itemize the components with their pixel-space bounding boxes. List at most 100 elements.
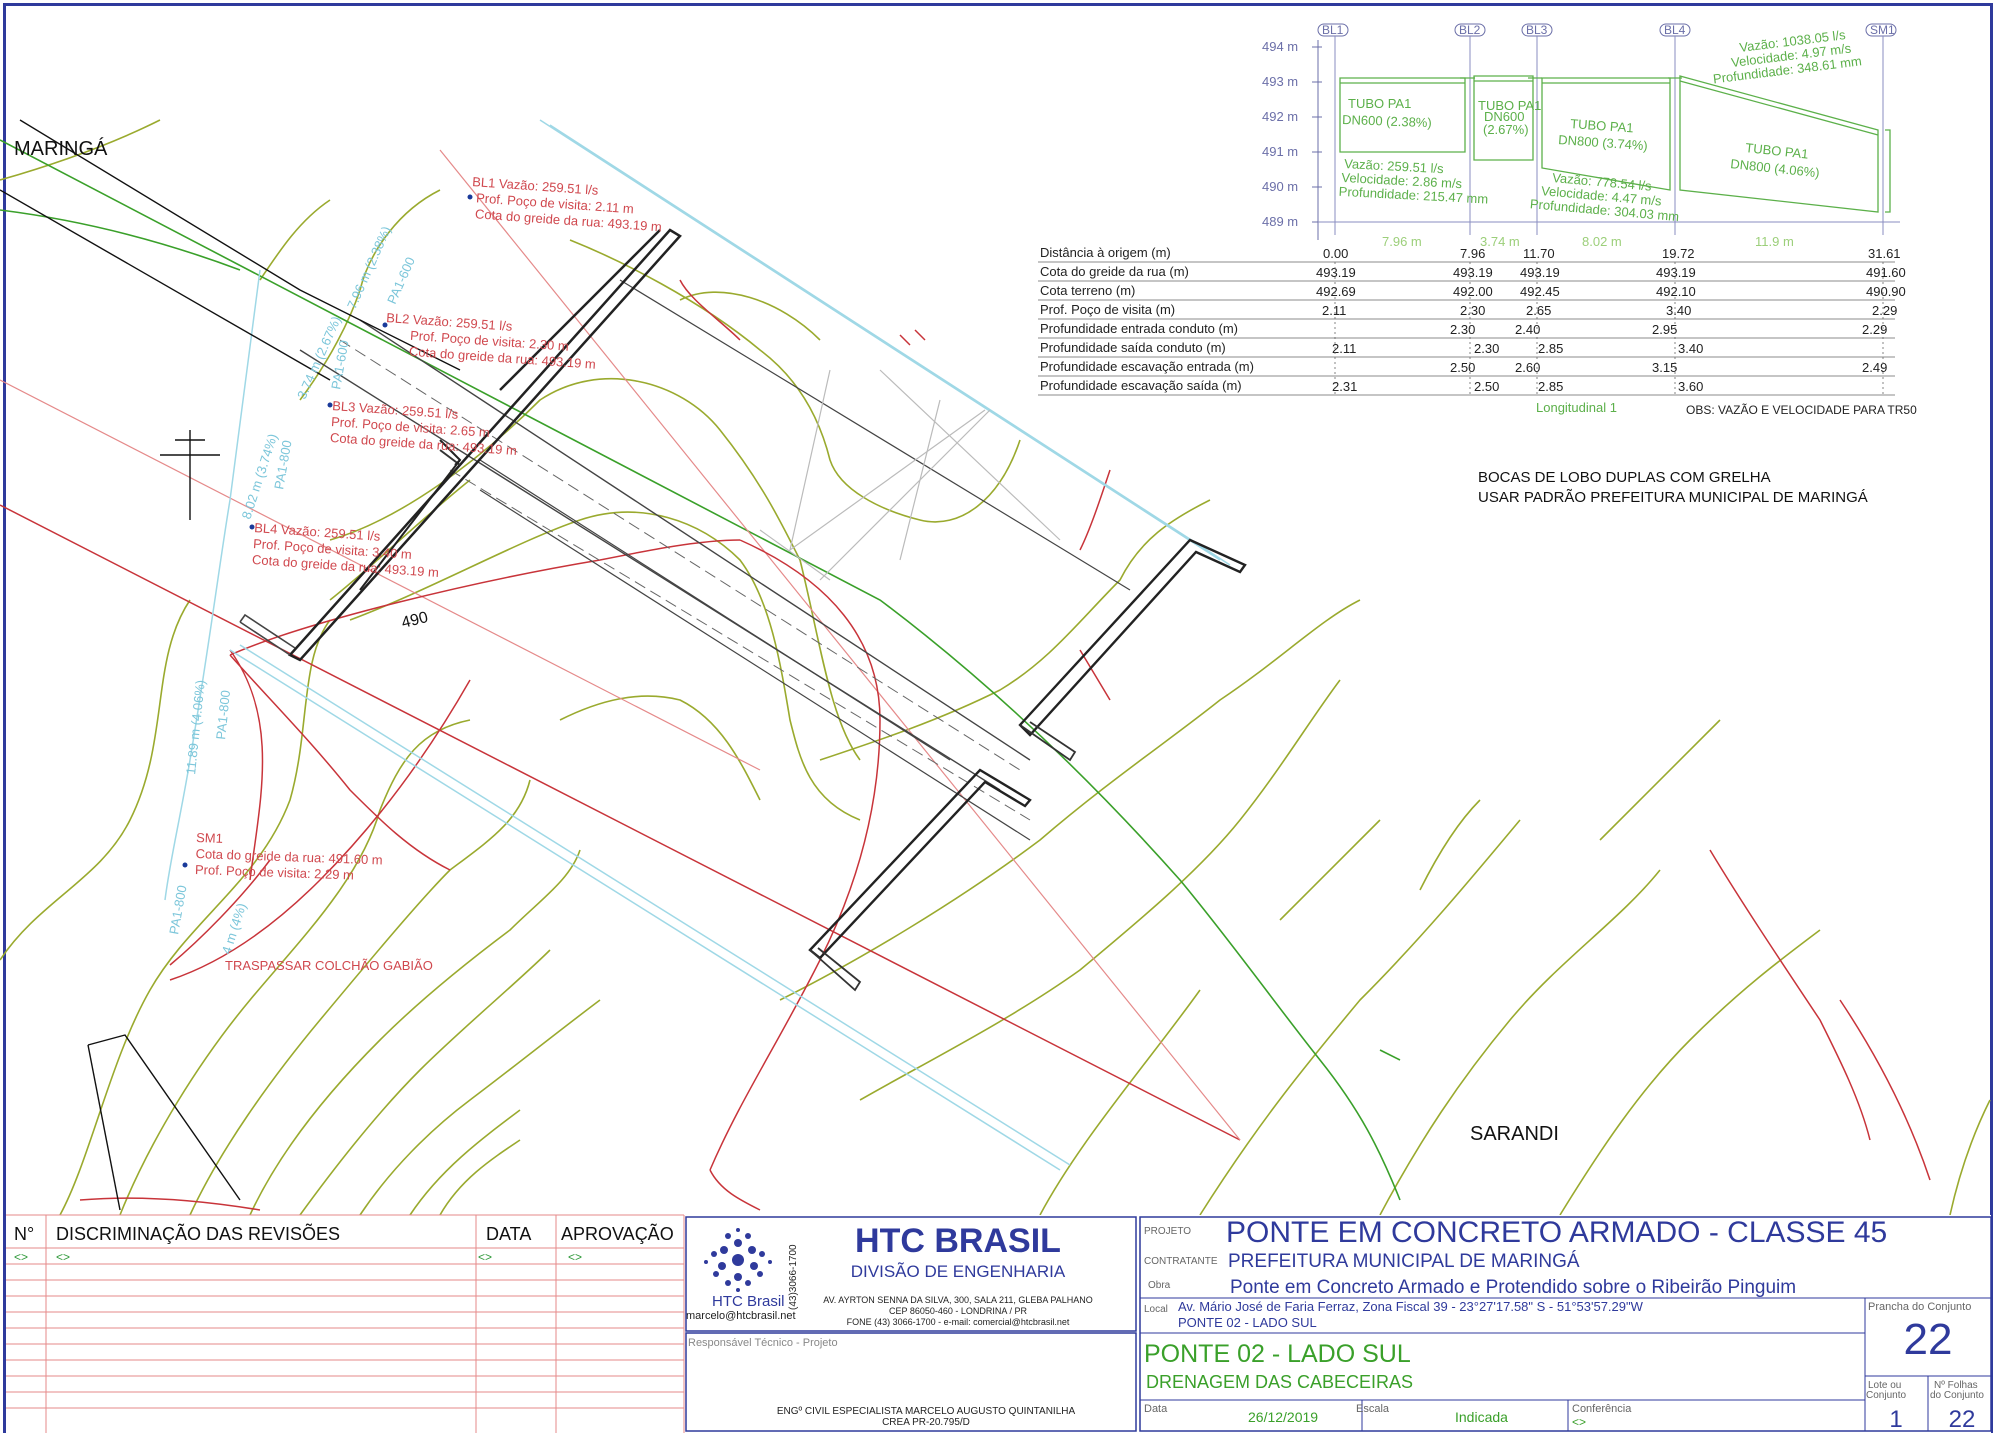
revision-placeholder: <>	[56, 1250, 70, 1264]
node-annotations: BL1 Vazão: 259.51 l/s Prof. Poço de visi…	[195, 174, 663, 973]
svg-text:489 m: 489 m	[1262, 214, 1298, 229]
company-email: marcelo@htcbrasil.net	[686, 1310, 796, 1322]
svg-text:2.85: 2.85	[1538, 379, 1563, 394]
svg-text:2.11: 2.11	[1322, 303, 1346, 318]
table-row: Profundidade entrada conduto (m) 2.30 2.…	[1040, 321, 1887, 337]
svg-text:492.69: 492.69	[1316, 284, 1356, 299]
misc-lines	[0, 119, 461, 1211]
company-phone-vertical: (43)3066-1700	[788, 1244, 799, 1310]
svg-text:BL3: BL3	[1526, 23, 1548, 37]
svg-text:Profundidade saída conduto (m): Profundidade saída conduto (m)	[1040, 340, 1226, 355]
client-label: CONTRATANTE	[1144, 1256, 1218, 1267]
revisions-col-number: N°	[14, 1224, 34, 1244]
project-label: PROJETO	[1144, 1226, 1191, 1237]
svg-text:492 m: 492 m	[1262, 109, 1298, 124]
svg-text:2.65: 2.65	[1526, 303, 1551, 318]
svg-text:DN800 (3.74%): DN800 (3.74%)	[1558, 132, 1648, 153]
project-title: PONTE EM CONCRETO ARMADO - CLASSE 45	[1226, 1216, 1887, 1249]
svg-text:2.30: 2.30	[1474, 341, 1499, 356]
svg-text:DN600: DN600	[1484, 109, 1524, 124]
svg-text:USAR PADRÃO PREFEITURA MUNICIP: USAR PADRÃO PREFEITURA MUNICIPAL DE MARI…	[1478, 489, 1868, 506]
revisions-col-approval: APROVAÇÃO	[561, 1223, 674, 1244]
svg-text:Profundidade entrada conduto (: Profundidade entrada conduto (m)	[1040, 321, 1238, 336]
svg-text:31.61: 31.61	[1868, 246, 1901, 261]
company-address-2: CEP 86050-460 - LONDRINA / PR	[889, 1306, 1027, 1316]
revision-placeholder: <>	[478, 1250, 492, 1264]
location-line-2: PONTE 02 - LADO SUL	[1178, 1315, 1317, 1330]
contour-lines	[0, 119, 1991, 1216]
svg-text:Prof. Poço de visita (m): Prof. Poço de visita (m)	[1040, 302, 1175, 317]
scale-value: Indicada	[1455, 1409, 1508, 1425]
svg-text:11.70: 11.70	[1523, 246, 1555, 261]
svg-text:Distância à origem (m): Distância à origem (m)	[1040, 245, 1171, 260]
table-row: Cota terreno (m) 492.69 492.00 492.45 49…	[1040, 283, 1906, 299]
svg-text:Profundidade: 215.47 mm: Profundidade: 215.47 mm	[1338, 184, 1488, 207]
company-address-3: FONE (43) 3066-1700 - e-mail: comercial@…	[847, 1317, 1070, 1327]
lote-number: 1	[1889, 1406, 1902, 1433]
svg-text:2.49: 2.49	[1862, 360, 1887, 375]
profile-section: 494 m 493 m 492 m 491 m 490 m 489 m BL1 …	[1038, 23, 1917, 417]
city-label-maringa: MARINGÁ	[14, 137, 108, 160]
svg-text:BOCAS DE LOBO DUPLAS COM GRELH: BOCAS DE LOBO DUPLAS COM GRELHA	[1478, 469, 1771, 486]
svg-text:Vazão: 259.51 l/s: Vazão: 259.51 l/s	[1344, 156, 1445, 176]
utility-lines	[164, 119, 1231, 1171]
svg-text:BL4: BL4	[1664, 23, 1686, 37]
svg-text:TUBO PA1: TUBO PA1	[1478, 98, 1541, 113]
svg-text:0.00: 0.00	[1323, 246, 1348, 261]
company-logo-text: HTC Brasil	[712, 1293, 785, 1310]
work-label: Obra	[1148, 1280, 1171, 1291]
svg-text:SM1: SM1	[196, 830, 223, 846]
responsible-label: Responsável Técnico - Projeto	[688, 1337, 838, 1349]
htc-logo-icon	[704, 1228, 772, 1292]
svg-text:Cota do greide da rua: 491.60: Cota do greide da rua: 491.60 m	[195, 846, 383, 868]
svg-text:491.60: 491.60	[1866, 265, 1906, 280]
table-row: Profundidade saída conduto (m) 2.11 2.30…	[1040, 340, 1703, 356]
city-label-sarandi: SARANDI	[1470, 1123, 1559, 1145]
check-value: <>	[1572, 1415, 1586, 1429]
traspassar-note: TRASPASSAR COLCHÃO GABIÃO	[225, 958, 433, 973]
svg-text:(2.67%): (2.67%)	[1483, 122, 1529, 137]
svg-text:7.96 m: 7.96 m	[1382, 234, 1422, 249]
svg-text:Prof. Poço de visita: 2.29 m: Prof. Poço de visita: 2.29 m	[195, 862, 354, 883]
svg-text:11.9 m: 11.9 m	[1755, 234, 1794, 249]
company-address-1: AV. AYRTON SENNA DA SILVA, 300, SALA 211…	[823, 1295, 1092, 1305]
revisions-col-description: DISCRIMINAÇÃO DAS REVISÕES	[56, 1223, 340, 1244]
profile-segment-lengths: 7.96 m 3.74 m 8.02 m 11.9 m	[1382, 234, 1794, 249]
table-row: Prof. Poço de visita (m) 2.11 2.30 2.65 …	[1040, 302, 1897, 318]
lote-label-1: Lote ou	[1868, 1380, 1901, 1391]
prancha-label: Prancha do Conjunto	[1868, 1301, 1971, 1313]
work-description: Ponte em Concreto Armado e Protendido so…	[1230, 1277, 1796, 1298]
svg-text:493 m: 493 m	[1262, 74, 1298, 89]
profile-obs-note: OBS: VAZÃO E VELOCIDADE PARA TR50	[1686, 403, 1917, 417]
svg-text:2.29: 2.29	[1872, 303, 1897, 318]
date-label: Data	[1144, 1403, 1168, 1415]
svg-text:Cota do greide da rua (m): Cota do greide da rua (m)	[1040, 264, 1189, 279]
svg-text:492.00: 492.00	[1453, 284, 1493, 299]
svg-text:2.40: 2.40	[1515, 322, 1540, 337]
svg-text:3.74 m: 3.74 m	[1480, 234, 1520, 249]
svg-text:DN600 (2.38%): DN600 (2.38%)	[1342, 112, 1432, 130]
svg-text:Velocidade: 2.86 m/s: Velocidade: 2.86 m/s	[1341, 170, 1463, 191]
table-row: Profundidade escavação entrada (m) 2.50 …	[1040, 359, 1887, 375]
svg-text:SM1: SM1	[1870, 23, 1895, 37]
location-label: Local	[1144, 1304, 1168, 1315]
folhas-number: 22	[1949, 1406, 1976, 1433]
project-block: PROJETO PONTE EM CONCRETO ARMADO - CLASS…	[1139, 1216, 1992, 1433]
sm1-annotation: SM1 Cota do greide da rua: 491.60 m Prof…	[195, 830, 383, 883]
road-centerline	[0, 139, 1401, 1201]
location-line-1: Av. Mário José de Faria Ferraz, Zona Fis…	[1178, 1299, 1644, 1314]
profile-node-labels: BL1 BL2 BL3 BL4 SM1	[1322, 23, 1895, 37]
svg-text:3.60: 3.60	[1678, 379, 1703, 394]
svg-text:Profundidade escavação saída (: Profundidade escavação saída (m)	[1040, 378, 1242, 393]
svg-text:Cota terreno (m): Cota terreno (m)	[1040, 283, 1135, 298]
sheet-subtitle: DRENAGEM DAS CABECEIRAS	[1146, 1372, 1413, 1392]
svg-text:2.31: 2.31	[1332, 379, 1357, 394]
svg-text:2.29: 2.29	[1862, 322, 1887, 337]
node-markers	[182, 194, 473, 868]
folhas-label-1: Nº Folhas	[1934, 1380, 1978, 1391]
svg-text:3.40: 3.40	[1678, 341, 1703, 356]
svg-text:2.30: 2.30	[1460, 303, 1485, 318]
svg-text:493.19: 493.19	[1520, 265, 1560, 280]
svg-text:2.95: 2.95	[1652, 322, 1677, 337]
